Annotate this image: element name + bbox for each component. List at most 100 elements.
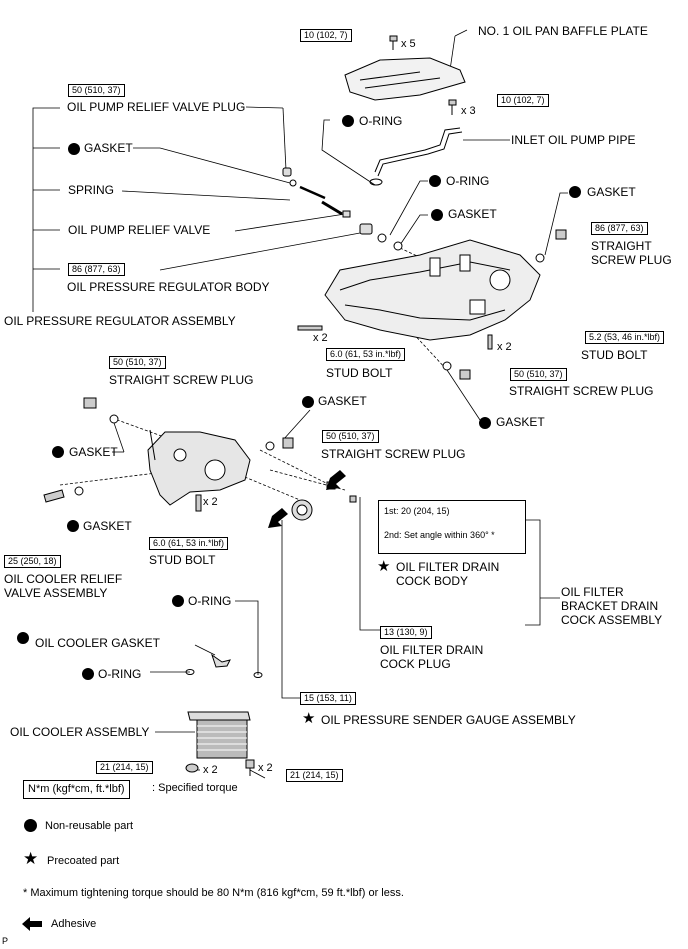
non-reusable-icon	[17, 632, 29, 644]
torque-drain-1st: 1st: 20 (204, 15)	[384, 506, 450, 516]
qty-cooler-bolt: x 2	[258, 762, 273, 774]
drain-cock-torque-box: 1st: 20 (204, 15) 2nd: Set angle within …	[378, 500, 526, 554]
oil-pan	[324, 239, 541, 341]
legend-non-reusable: Non-reusable part	[45, 820, 134, 832]
non-reusable-icon	[67, 520, 79, 532]
precoated-legend-star-icon: ★	[23, 849, 39, 868]
non-reusable-icon	[479, 417, 491, 429]
label-drain-cock-body-1: OIL FILTER DRAIN	[396, 560, 500, 574]
label-stud-bolt-bracket: STUD BOLT	[149, 553, 216, 567]
label-gasket-bracket-top: GASKET	[318, 394, 367, 408]
torque-stud-bolt-pan: 6.0 (61, 53 in.*lbf)	[326, 348, 406, 361]
non-reusable-icon	[172, 595, 184, 607]
label-straight-plug-bracket: STRAIGHT SCREW PLUG	[321, 447, 466, 461]
label-gasket-pan: GASKET	[448, 207, 497, 221]
torque-drain-cock-plug: 13 (130, 9)	[380, 626, 432, 639]
torque-straight-plug-pan: 50 (510, 37)	[510, 368, 567, 381]
label-o-ring-lower-2: O-RING	[98, 667, 142, 681]
qty-baffle-bolts: x 5	[401, 38, 416, 50]
label-gasket-relief: GASKET	[84, 141, 133, 155]
label-bracket-drain-3: COCK ASSEMBLY	[561, 613, 663, 627]
label-straight-plug-left: STRAIGHT SCREW PLUG	[109, 373, 254, 387]
precoated-star-icon: ★	[377, 558, 391, 575]
label-drain-cock-plug-2: COCK PLUG	[380, 657, 451, 671]
torque-cooler-relief: 25 (250, 18)	[4, 555, 61, 568]
pan-fasteners	[297, 229, 567, 380]
label-no1-oil-pan-baffle-plate: NO. 1 OIL PAN BAFFLE PLATE	[478, 24, 648, 38]
regulator-assembly-bracket	[32, 107, 60, 312]
label-oil-cooler-assembly: OIL COOLER ASSEMBLY	[10, 725, 150, 739]
label-oil-pressure-regulator-assembly: OIL PRESSURE REGULATOR ASSEMBLY	[4, 314, 236, 328]
non-reusable-icon	[429, 175, 441, 187]
adhesive-legend-arrow-icon	[22, 917, 42, 931]
torque-straight-plug-left: 50 (510, 37)	[109, 356, 166, 369]
legend-footnote: * Maximum tightening torque should be 80…	[23, 887, 404, 899]
baffle-bolts	[389, 35, 457, 115]
label-straight-plug-pan: STRAIGHT SCREW PLUG	[509, 384, 654, 398]
precoated-star-icon: ★	[302, 710, 316, 727]
non-reusable-legend-icon	[24, 819, 37, 832]
label-straight-plug-right-1: STRAIGHT	[591, 239, 652, 253]
non-reusable-icon	[82, 668, 94, 680]
torque-drain-2nd: 2nd: Set angle within 360° *	[384, 530, 495, 540]
legend-unit-desc: : Specified torque	[152, 782, 238, 794]
corner-mark: P	[2, 936, 9, 946]
non-reusable-icon	[302, 396, 314, 408]
relief-valve-parts	[282, 167, 387, 243]
qty-cooler-nut: x 2	[203, 764, 218, 776]
label-bracket-drain-1: OIL FILTER	[561, 585, 624, 599]
legend-adhesive: Adhesive	[51, 918, 97, 930]
torque-sender-gauge: 15 (153, 11)	[300, 692, 356, 705]
torque-straight-plug-bracket: 50 (510, 37)	[322, 430, 379, 443]
torque-cooler-bolt: 21 (214, 15)	[286, 769, 343, 782]
label-bracket-drain-2: BRACKET DRAIN	[561, 599, 659, 613]
qty-stud-bolt-right: x 2	[497, 341, 512, 353]
label-oil-pump-relief-valve-plug: OIL PUMP RELIEF VALVE PLUG	[67, 100, 246, 114]
label-cooler-relief-1: OIL COOLER RELIEF	[4, 572, 123, 586]
non-reusable-icon	[569, 186, 581, 198]
label-drain-cock-body-2: COCK BODY	[396, 574, 469, 588]
torque-stud-bolt-right: 5.2 (53, 46 in.*lbf)	[585, 331, 665, 344]
label-oil-pressure-regulator-body: OIL PRESSURE REGULATOR BODY	[67, 280, 270, 294]
torque-baffle-bolts: 10 (102, 7)	[300, 29, 352, 42]
qty-stud-bolt-bracket: x 2	[203, 496, 218, 508]
label-cooler-relief-2: VALVE ASSEMBLY	[4, 586, 108, 600]
label-gasket-pan-plug: GASKET	[496, 415, 545, 429]
label-o-ring-pan: O-RING	[446, 174, 490, 188]
torque-relief-valve-plug: 50 (510, 37)	[68, 84, 125, 97]
non-reusable-icon	[342, 115, 354, 127]
label-oil-pump-relief-valve: OIL PUMP RELIEF VALVE	[68, 223, 211, 237]
qty-stud-bolt-pan: x 2	[313, 332, 328, 344]
torque-regulator-body: 86 (877, 63)	[68, 263, 125, 276]
torque-straight-plug-right: 86 (877, 63)	[591, 222, 648, 235]
label-oil-cooler-gasket: OIL COOLER GASKET	[35, 636, 160, 650]
label-stud-bolt-pan: STUD BOLT	[326, 366, 393, 380]
label-gasket-right: GASKET	[587, 185, 636, 199]
label-spring: SPRING	[68, 183, 115, 197]
legend-precoated: Precoated part	[47, 855, 120, 867]
oil-filter-bracket	[147, 429, 251, 506]
baffle-plate	[344, 57, 466, 101]
oil-cooler	[185, 711, 255, 776]
torque-cooler-nut: 21 (214, 15)	[96, 761, 153, 774]
label-drain-cock-plug-1: OIL FILTER DRAIN	[380, 643, 484, 657]
label-gasket-bracket-left: GASKET	[69, 445, 118, 459]
label-o-ring-lower-1: O-RING	[188, 594, 232, 608]
qty-inlet-pipe-bolts: x 3	[461, 105, 476, 117]
label-stud-bolt-right: STUD BOLT	[581, 348, 648, 362]
legend-unit-box: N*m (kgf*cm, ft.*lbf)	[23, 780, 130, 799]
non-reusable-icon	[52, 446, 64, 458]
lower-o-rings	[185, 653, 263, 678]
label-oil-pressure-sender-gauge: OIL PRESSURE SENDER GAUGE ASSEMBLY	[321, 713, 576, 727]
torque-stud-bolt-bracket: 6.0 (61, 53 in.*lbf)	[149, 537, 229, 550]
inlet-oil-pump-pipe	[369, 127, 463, 186]
non-reusable-icon	[68, 143, 80, 155]
adhesive-arrows	[268, 470, 346, 528]
label-straight-plug-right-2: SCREW PLUG	[591, 253, 672, 267]
label-o-ring-pipe: O-RING	[359, 114, 403, 128]
label-inlet-oil-pump-pipe: INLET OIL PUMP PIPE	[511, 133, 636, 147]
torque-inlet-pipe-bolts: 10 (102, 7)	[497, 94, 549, 107]
label-gasket-relief-cooler: GASKET	[83, 519, 132, 533]
